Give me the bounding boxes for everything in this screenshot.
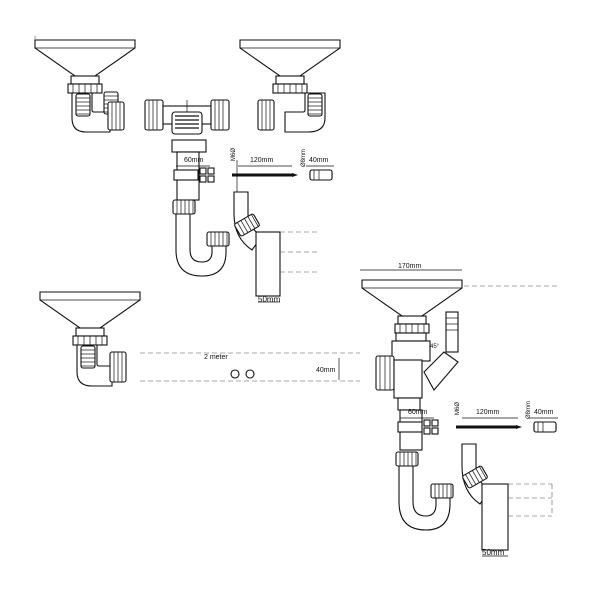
- plug-diameter-bottom-label: Ø8mm: [526, 401, 532, 419]
- spacer-width-bottom-label: 60mm: [408, 409, 428, 416]
- hardware-bottom: 60mm 120mm M6Ø Ø8mm 40mm: [396, 401, 558, 436]
- bowl-width-label: 170mm: [398, 263, 422, 270]
- spacer-width-top-label: 60mm: [184, 157, 204, 164]
- angle-label: 45°: [430, 344, 440, 350]
- tee-connector-top: [144, 99, 230, 153]
- hose-length-label: 2 meter: [204, 354, 228, 361]
- basin-bottom-right: 170mm 45°: [360, 263, 560, 411]
- screw-length-top-label: 120mm: [250, 157, 274, 164]
- outlet-size-bottom-label: 50mm: [482, 548, 505, 557]
- hose-diameter-label: 40mm: [316, 367, 336, 374]
- hose-dimension: 2 meter 40mm: [140, 352, 360, 382]
- basin-top-right: [239, 39, 341, 133]
- plug-length-top-label: 40mm: [309, 157, 329, 164]
- basin-bottom-left: [39, 291, 141, 387]
- hardware-top: 60mm 120mm M6Ø Ø8mm 40mm: [172, 148, 334, 184]
- plug-length-bottom-label: 40mm: [534, 409, 554, 416]
- outlet-size-top-label: 50mm: [258, 295, 281, 304]
- basin-top-left: [34, 36, 136, 133]
- screw-diameter-bottom-label: M6Ø: [455, 402, 461, 415]
- screw-diameter-top-label: M6Ø: [231, 148, 237, 161]
- screw-length-bottom-label: 120mm: [476, 409, 500, 416]
- plug-diameter-top-label: Ø8mm: [301, 149, 307, 167]
